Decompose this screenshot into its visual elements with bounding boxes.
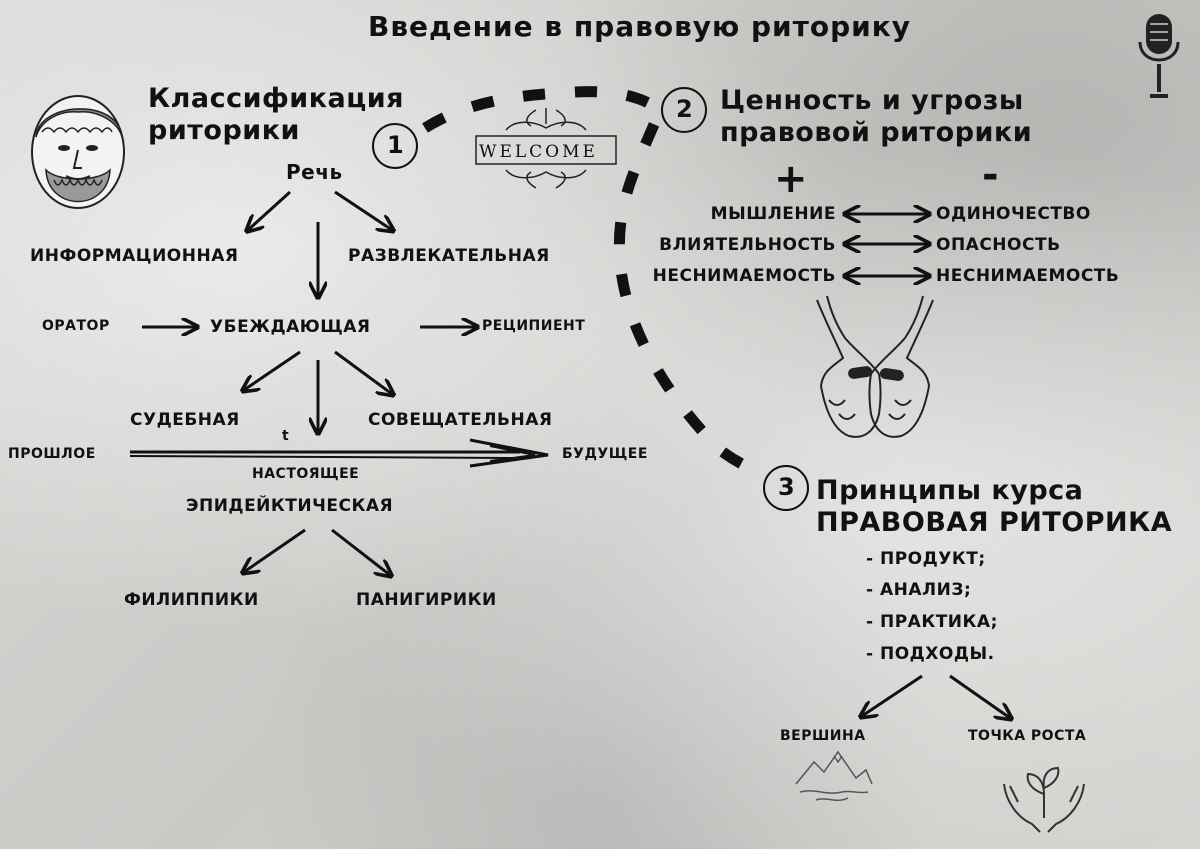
value-item-3: неснимаемость bbox=[652, 266, 836, 286]
aristotle-bust-icon bbox=[31, 95, 125, 209]
threat-item-3: неснимаемость bbox=[936, 266, 1120, 286]
circle-2 bbox=[661, 87, 707, 133]
section1-number: 1 bbox=[387, 131, 405, 159]
past-label: прошлое bbox=[8, 446, 96, 462]
section1-heading-line2: риторики bbox=[148, 115, 300, 146]
entertaining-label: развлекательная bbox=[348, 246, 550, 266]
arrow-approaches-peak bbox=[862, 674, 923, 716]
present-label: настоящее bbox=[252, 466, 360, 482]
value-item-1: мышление bbox=[710, 204, 836, 224]
timeline-arrow bbox=[129, 438, 549, 468]
microphone-icon bbox=[1138, 14, 1180, 98]
principle-item-1: - продукт; bbox=[866, 549, 986, 569]
arrow-speech-informational bbox=[248, 190, 292, 230]
page-title: Введение в правовую риторику bbox=[368, 10, 912, 43]
growth-point-label: точка роста bbox=[968, 728, 1087, 744]
principle-item-4: - подходы. bbox=[866, 644, 995, 664]
recipient-label: реципиент bbox=[482, 318, 586, 334]
arrow-persuasive-judicial bbox=[244, 350, 301, 390]
orator-label: оратор bbox=[42, 318, 110, 334]
section1-heading-line1: Классификация bbox=[148, 83, 405, 114]
value-item-2: влиятельность bbox=[659, 235, 836, 255]
mountains-icon bbox=[795, 750, 873, 802]
section2-heading-line2: правовой риторики bbox=[720, 117, 1033, 148]
arrow-epideictic-philippics bbox=[244, 528, 306, 572]
circle-1 bbox=[372, 123, 418, 169]
circle-3 bbox=[763, 465, 809, 511]
future-label: будущее bbox=[562, 446, 648, 462]
arrow-epideictic-panegyrics bbox=[331, 528, 390, 575]
deliberative-label: совещательная bbox=[368, 410, 553, 430]
principle-item-2: - анализ; bbox=[866, 580, 972, 600]
plus-sign: + bbox=[774, 156, 809, 202]
persuasive-label: убеждающая bbox=[210, 317, 371, 337]
welcome-badge-icon bbox=[475, 108, 617, 189]
threat-item-2: опасность bbox=[936, 235, 1061, 255]
section3-number: 3 bbox=[778, 473, 796, 501]
arrow-speech-entertaining bbox=[334, 190, 392, 230]
arrow-persuasive-deliberative bbox=[334, 350, 392, 394]
epideictic-label: эпидейктическая bbox=[186, 496, 394, 516]
dashed-connector-path bbox=[422, 86, 768, 480]
open-hands-pills-icon bbox=[816, 295, 934, 438]
speech-label: Речь bbox=[286, 160, 343, 184]
minus-sign: - bbox=[982, 152, 1000, 198]
threat-item-1: одиночество bbox=[936, 204, 1091, 224]
informational-label: информационная bbox=[30, 246, 239, 266]
panegyrics-label: панигирики bbox=[356, 590, 497, 610]
principle-item-3: - практика; bbox=[866, 612, 998, 632]
section2-number: 2 bbox=[676, 95, 694, 123]
peak-label: вершина bbox=[780, 728, 866, 744]
section3-heading-line1: Принципы курса bbox=[816, 475, 1084, 506]
welcome-badge-text: WELCOME bbox=[479, 142, 598, 162]
section2-heading-line1: Ценность и угрозы bbox=[720, 85, 1024, 116]
time-marker-label: t bbox=[282, 428, 290, 444]
arrow-approaches-growth bbox=[949, 674, 1010, 718]
judicial-label: судебная bbox=[130, 410, 240, 430]
philippics-label: филиппики bbox=[124, 590, 259, 610]
section3-heading-line2: Правовая риторика bbox=[816, 507, 1173, 538]
sprout-hands-icon bbox=[1003, 766, 1085, 833]
